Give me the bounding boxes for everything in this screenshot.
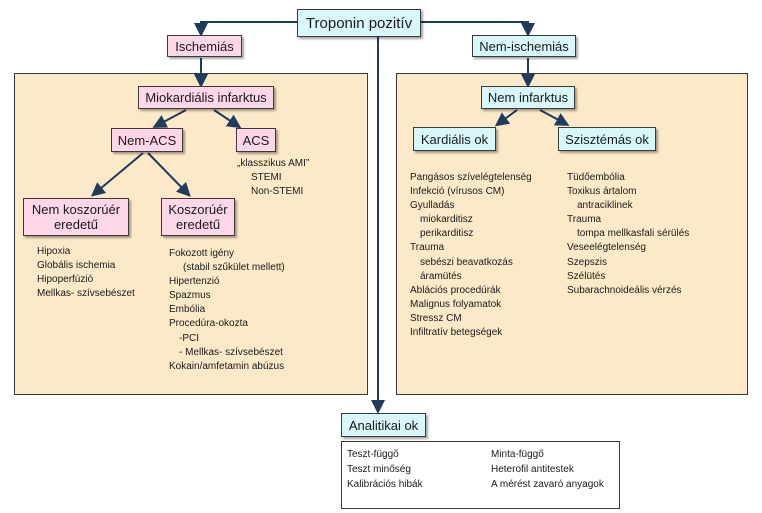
list-item: Hipoperfúzió (37, 274, 94, 286)
nonischemic-label: Nem-ischemiás (479, 38, 569, 54)
list-item: Hipoxia (37, 246, 71, 257)
noncoronary-label-line: Nem koszorúér (31, 202, 121, 217)
list-item: A mérést zavaró anyagok (491, 479, 604, 490)
list-item: miokarditisz (420, 214, 473, 226)
root-label: Troponin pozitív (305, 14, 413, 32)
list-item: Globális ischemia (37, 260, 116, 272)
nonischemic-panel (396, 73, 748, 395)
analytic-node: Analitikai ok (341, 413, 426, 437)
list-item: Teszt minőség (347, 464, 411, 475)
coronary-label: Koszorúér eredetű (168, 202, 227, 232)
nonacs-label: Nem-ACS (117, 132, 177, 148)
list-item: Stressz CM (410, 312, 462, 324)
analytic-label: Analitikai ok (348, 417, 419, 433)
list-item: Trauma (567, 214, 602, 226)
analytic-list-box: Teszt-függő Teszt minőség Kalibrációs hi… (341, 441, 620, 509)
list-item: Fokozott igény (169, 248, 235, 259)
list-item: tompa mellkasfali sérülés (577, 228, 690, 240)
cardiac-list: Pangásos szívelégtelenség Infekció (víru… (410, 171, 532, 340)
list-item: Gyulladás (410, 200, 455, 212)
noninfarct-label: Nem infarktus (487, 90, 569, 105)
list-item: Infiltratív betegségek (410, 327, 503, 339)
noninfarct-node: Nem infarktus (481, 86, 575, 109)
systemic-list: Tüdőembólia Toxikus ártalom antracikline… (567, 171, 689, 298)
list-item: Mellkas- szívsebészet (37, 288, 135, 300)
list-item: Kalibrációs hibák (347, 479, 423, 490)
list-item: Procedúra-okozta (169, 318, 248, 330)
acs-item: STEMI (251, 172, 282, 184)
mi-node: Miokardiális infarktus (138, 86, 274, 109)
list-item: - Mellkas- szívsebészet (179, 346, 283, 358)
ischemic-label: Ischemiás (175, 38, 234, 54)
list-item: Toxikus ártalom (567, 186, 637, 198)
coronary-label-line: Koszorúér (168, 202, 228, 217)
cardiac-node: Kardiális ok (413, 127, 496, 151)
list-item: Hipertenzió (169, 276, 220, 288)
acs-list: „klasszikus AMI” STEMI Non-STEMI (237, 157, 309, 199)
list-item: Minta-függő (491, 449, 544, 460)
acs-label: ACS (242, 132, 270, 148)
list-item: Embólia (169, 304, 206, 316)
mi-label: Miokardiális infarktus (145, 90, 267, 105)
list-item: perikarditisz (420, 228, 474, 240)
list-item: Szélütés (567, 270, 606, 282)
list-item: áramütés (420, 270, 462, 282)
list-item: Ablációs procedúrák (410, 284, 501, 296)
list-item: -PCI (179, 332, 199, 344)
list-item: (stabil szűkület mellett) (183, 262, 285, 274)
list-item: antraciklinek (577, 200, 633, 212)
list-item: Spazmus (169, 290, 211, 302)
list-item: sebészi beavatkozás (420, 256, 513, 268)
list-item: Szepszis (567, 256, 608, 268)
acs-item: „klasszikus AMI” (237, 158, 310, 169)
nonacs-node: Nem-ACS (111, 128, 183, 152)
analytic-right-list: Minta-függő Heterofil antitestek A mérés… (491, 447, 604, 492)
ischemic-node: Ischemiás (167, 35, 242, 57)
acs-node: ACS (236, 128, 276, 152)
acs-item: Non-STEMI (251, 186, 304, 198)
list-item: Trauma (410, 242, 445, 254)
list-item: Tüdőembólia (567, 172, 625, 183)
systemic-label: Szisztémás ok (565, 131, 649, 147)
list-item: Subarachnoideális vérzés (567, 284, 682, 296)
nonischemic-node: Nem-ischemiás (472, 35, 576, 57)
noncoronary-node: Nem koszorúér eredetű (23, 198, 129, 236)
noncoronary-label-line: eredetű (53, 217, 99, 232)
list-item: Infekció (vírusos CM) (410, 186, 505, 198)
list-item: Heterofil antitestek (491, 464, 574, 475)
list-item: Teszt-függő (347, 449, 399, 460)
coronary-list: Fokozott igény (stabil szűkület mellett)… (169, 247, 285, 374)
list-item: Malignus folyamatok (410, 298, 502, 310)
noncoronary-label: Nem koszorúér eredetű (32, 202, 120, 232)
list-item: Veseelégtelenség (567, 242, 646, 254)
cardiac-label: Kardiális ok (420, 131, 489, 147)
root-node: Troponin pozitív (297, 9, 421, 37)
noncoronary-list: Hipoxia Globális ischemia Hipoperfúzió M… (37, 245, 135, 301)
analytic-left-list: Teszt-függő Teszt minőség Kalibrációs hi… (347, 447, 423, 492)
coronary-label-line: eredetű (175, 217, 221, 232)
systemic-node: Szisztémás ok (558, 127, 656, 151)
list-item: Kokain/amfetamin abúzus (169, 360, 285, 372)
list-item: Pangásos szívelégtelenség (410, 172, 532, 183)
coronary-node: Koszorúér eredetű (161, 198, 235, 236)
